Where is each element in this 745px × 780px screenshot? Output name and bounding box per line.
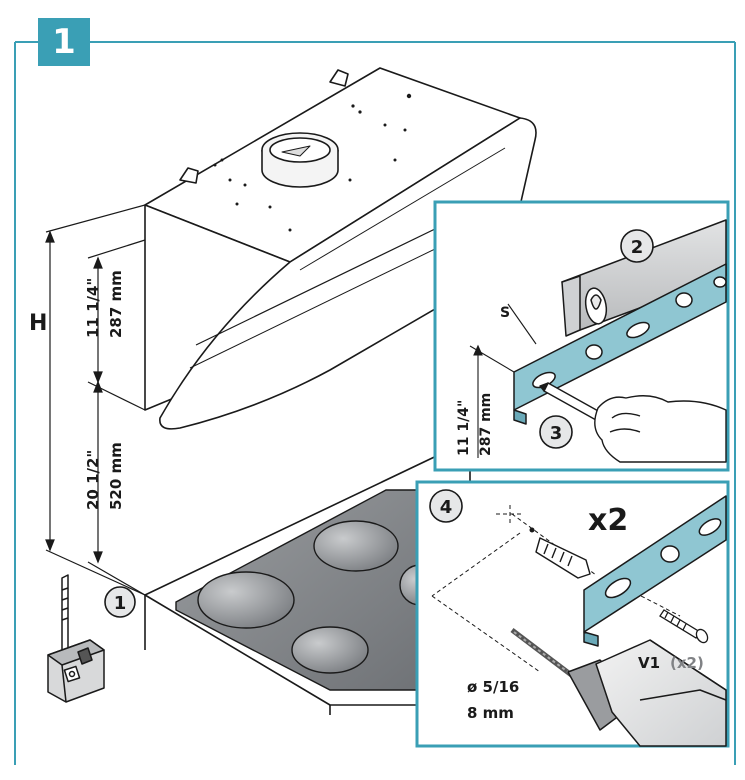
inset-drilling-panel: 4 x2 V1 (x2) ø 5/16 8 mm	[415, 480, 730, 748]
callout-drilling-number: 4	[440, 497, 453, 518]
upper-dim-mm: 287 mm	[107, 270, 125, 338]
inset-marking-panel: 11 1/4" 287 mm S 2 3	[433, 200, 730, 472]
tape-measure-icon	[47, 574, 105, 703]
callout-drilling: 4	[429, 489, 463, 523]
screw-quantity: (x2)	[670, 654, 704, 672]
dimension-lines	[45, 204, 146, 596]
hood-holes	[213, 93, 412, 232]
lower-dim-inches: 20 1/2"	[84, 450, 102, 510]
wall-hole-mark	[529, 527, 535, 533]
hand-icon	[594, 395, 727, 463]
height-label: H	[29, 311, 47, 336]
callout-spirit-level: 2	[620, 229, 654, 263]
callout-tape-measure-number: 1	[114, 593, 127, 614]
wall-bracket-icon	[513, 263, 727, 425]
drill-icon	[510, 628, 727, 747]
spirit-level-icon	[561, 219, 727, 337]
bracket-label-s: S	[500, 305, 510, 321]
drill-mm-label: 8 mm	[467, 704, 514, 722]
screw-icon	[659, 609, 709, 644]
quantity-label: x2	[588, 503, 628, 538]
callout-pencil-number: 3	[550, 423, 563, 444]
inset-dim-mm: 287 mm	[478, 393, 494, 456]
wall-bracket-icon-2	[583, 495, 727, 647]
screw-label: V1	[638, 654, 660, 672]
outer-frame	[14, 41, 736, 765]
inset-dim-inches: 11 1/4"	[456, 400, 472, 456]
lower-dim-mm: 520 mm	[107, 442, 125, 510]
cooker-hood	[144, 67, 537, 430]
hob	[175, 489, 441, 691]
callout-pencil: 3	[539, 415, 573, 449]
callout-spirit-level-number: 2	[631, 237, 644, 258]
wall-plug-icon	[535, 537, 591, 579]
upper-dim-inches: 11 1/4"	[84, 278, 102, 338]
callout-tape-measure: 1	[104, 586, 136, 618]
inset-dimension-lines	[469, 303, 537, 458]
drill-diameter-label: ø 5/16	[467, 678, 519, 696]
step-number-badge: 1	[38, 18, 90, 66]
